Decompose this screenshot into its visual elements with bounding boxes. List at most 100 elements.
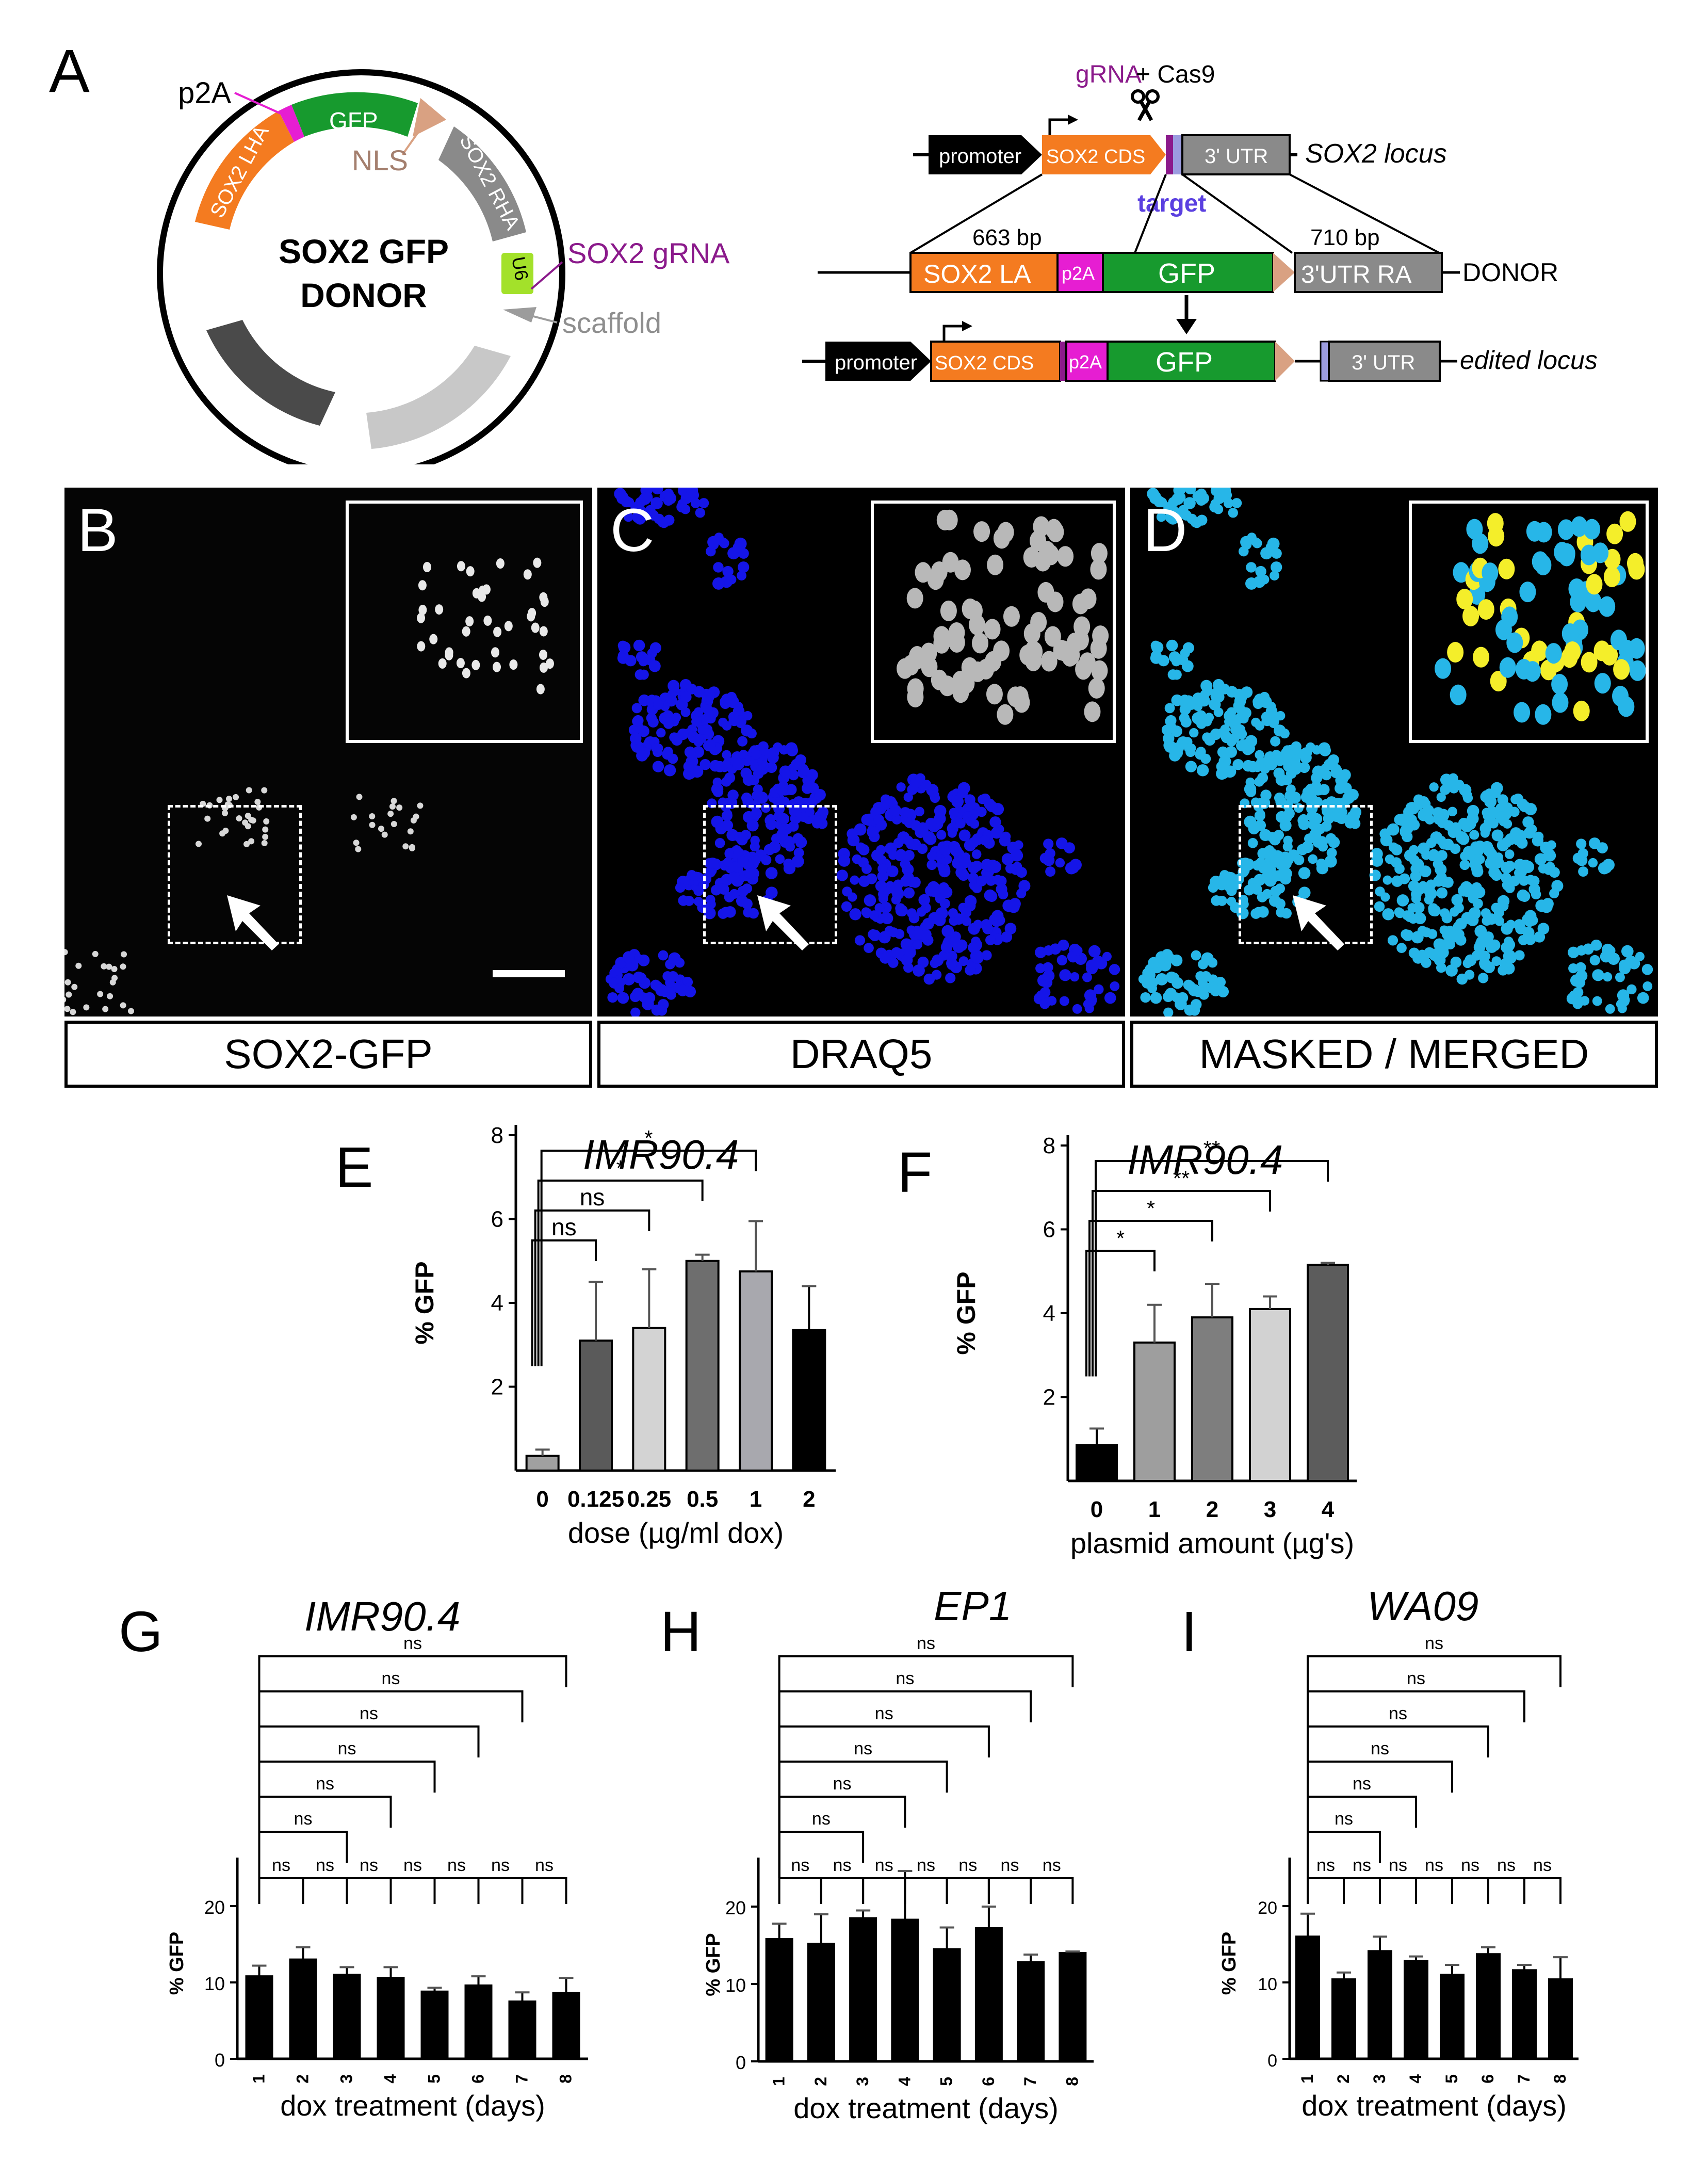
plasmid-label-scaffold: scaffold xyxy=(562,306,661,339)
bar-0.5 xyxy=(685,1260,720,1472)
x-tick-label: 1 xyxy=(770,2077,788,2086)
significance-bracket xyxy=(862,1877,906,1904)
significance-label: ns xyxy=(1335,1809,1353,1829)
donor-utr-ra-label: 3'UTR RA xyxy=(1301,261,1412,288)
x-tick-label: 0 xyxy=(536,1487,548,1512)
x-tick-label: 8 xyxy=(557,2074,575,2084)
plasmid-map: p2A GFP NLS SOX2 LHA SOX2 RHA U6 SOX2 gR… xyxy=(157,69,730,464)
plasmid-label-gfp: GFP xyxy=(329,107,378,134)
locus-sox2-cds-1-label: SOX2 CDS xyxy=(1046,146,1145,168)
bar-2 xyxy=(792,1329,826,1472)
x-tick-label: 1 xyxy=(250,2074,268,2084)
significance-label: ns xyxy=(1461,1856,1479,1875)
x-axis-label: dose (µg/ml dox) xyxy=(568,1516,784,1549)
y-axis-label: % GFP xyxy=(166,1932,188,1995)
significance-label: ns xyxy=(272,1856,290,1875)
significance-label: ns xyxy=(447,1856,466,1875)
donor-gfp-label: GFP xyxy=(1158,258,1215,289)
significance-bracket xyxy=(1343,1877,1381,1904)
significance-bracket xyxy=(1487,1877,1525,1904)
significance-label: ns xyxy=(1001,1856,1019,1875)
plasmid-nls-arrow xyxy=(413,98,446,137)
y-tick-label: 0 xyxy=(1267,2051,1277,2071)
plasmid-backbone-dark xyxy=(206,320,335,426)
panel-letter-b: B xyxy=(77,496,118,564)
bar-8 xyxy=(1059,1952,1087,2062)
nls-leader xyxy=(401,128,421,156)
x-tick-label: 0.25 xyxy=(627,1487,672,1512)
y-tick-label: 20 xyxy=(204,1897,225,1918)
significance-label: ns xyxy=(1425,1856,1443,1875)
x-tick-label: 4 xyxy=(1322,1497,1335,1522)
plasmid-title-line1: SOX2 GFP xyxy=(279,232,449,270)
bar-5 xyxy=(420,1990,449,2060)
y-axis-label: % GFP xyxy=(410,1261,439,1344)
locus-utr-1 xyxy=(1181,134,1291,175)
x-tick-label: 4 xyxy=(1406,2074,1425,2084)
bar-6 xyxy=(464,1984,493,2060)
y-tick-label: 2 xyxy=(491,1375,503,1400)
significance-label: ns xyxy=(1533,1856,1552,1875)
significance-bracket xyxy=(258,1690,524,1878)
significance-bracket xyxy=(1379,1877,1417,1904)
significance-bracket xyxy=(778,1877,822,1904)
bar-2 xyxy=(807,1943,835,2062)
plasmid-p2a-arc xyxy=(279,105,304,142)
significance-bracket xyxy=(540,1150,757,1366)
y-tick-label: 8 xyxy=(1043,1133,1055,1158)
edited-sox2-cds-label: SOX2 CDS xyxy=(935,352,1034,374)
edited-p2a xyxy=(1065,341,1109,382)
x-tick-label: 3 xyxy=(337,2074,356,2084)
significance-label: ** xyxy=(1173,1166,1190,1190)
significance-bracket xyxy=(531,1239,597,1366)
plasmid-outline xyxy=(157,69,565,464)
panel-letter-d: D xyxy=(1143,496,1188,564)
significance-label: ns xyxy=(403,1634,422,1653)
bar-0.125 xyxy=(579,1340,613,1472)
panel-letter-e: E xyxy=(335,1136,373,1199)
gRNA-leader xyxy=(530,261,563,290)
plasmid-rha-arc xyxy=(438,126,526,241)
x-tick-label: 3 xyxy=(1370,2074,1389,2084)
locus-promoter-3-label: promoter xyxy=(835,351,917,374)
significance-bracket xyxy=(987,1877,1032,1904)
edited-gfp-label: GFP xyxy=(1156,347,1213,378)
significance-label: ns xyxy=(1316,1856,1335,1875)
x-axis-label: dox treatment (days) xyxy=(280,2089,545,2122)
scaffold-leader xyxy=(531,315,558,324)
y-tick-label: 0 xyxy=(215,2050,225,2071)
micrograph-b-inset xyxy=(346,501,583,743)
donor-label: DONOR xyxy=(1462,258,1558,287)
locus-target-label: target xyxy=(1137,190,1206,217)
significance-label: ns xyxy=(917,1856,935,1875)
significance-label: ns xyxy=(1425,1634,1443,1653)
significance-label: ns xyxy=(360,1704,378,1723)
x-tick-label: 2 xyxy=(294,2074,312,2084)
significance-label: ns xyxy=(535,1856,554,1875)
x-tick-label: 0 xyxy=(1091,1497,1103,1522)
significance-label: * xyxy=(1147,1196,1155,1220)
micrograph-c-dashed-box xyxy=(703,805,837,944)
y-tick-label: 0 xyxy=(736,2052,746,2073)
x-tick-label: 0.5 xyxy=(687,1487,718,1512)
significance-label: ** xyxy=(1203,1136,1221,1160)
x-tick-label: 8 xyxy=(1063,2077,1081,2086)
significance-label: * xyxy=(644,1126,653,1150)
y-tick-label: 4 xyxy=(491,1290,503,1316)
significance-label: ns xyxy=(551,1214,577,1240)
down-arrow-icon xyxy=(1176,319,1197,334)
x-tick-label: 4 xyxy=(895,2077,914,2086)
significance-label: ns xyxy=(854,1739,872,1758)
x-tick-label: 4 xyxy=(381,2074,400,2084)
bar-3 xyxy=(333,1974,361,2060)
significance-bracket xyxy=(1451,1877,1489,1904)
locus-sox2-locus-label: SOX2 locus xyxy=(1305,139,1447,169)
bar-0.25 xyxy=(632,1327,666,1472)
p2a-leader xyxy=(234,92,287,117)
bar-2 xyxy=(1331,1978,1356,2060)
arrow-icon xyxy=(227,895,279,950)
x-tick-label: 7 xyxy=(513,2074,531,2084)
